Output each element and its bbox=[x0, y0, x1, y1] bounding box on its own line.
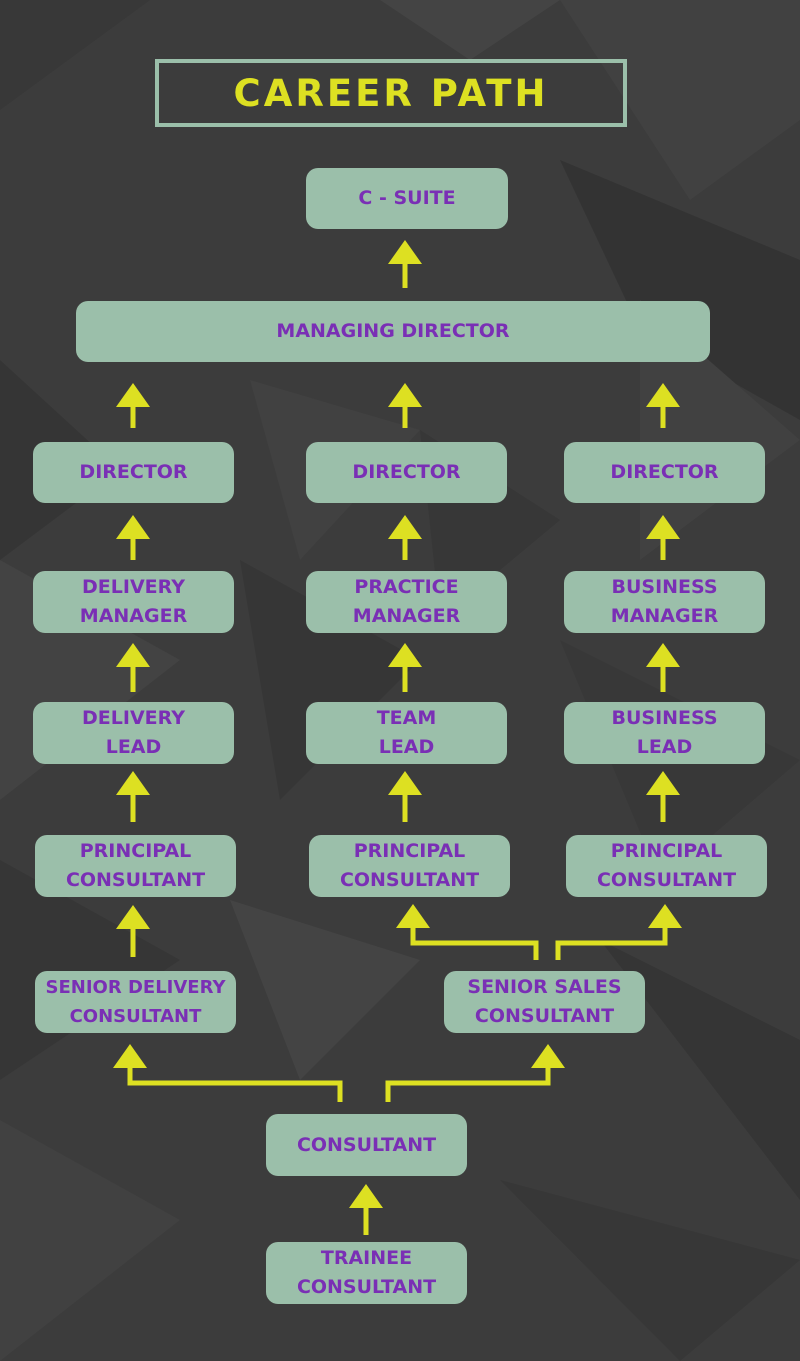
node-delivery-lead: DELIVERY LEAD bbox=[33, 702, 234, 764]
node-director-practice: DIRECTOR bbox=[306, 442, 507, 503]
arrow-trainee-to-consultant-head bbox=[349, 1184, 383, 1208]
arrow-to-c-suite-head bbox=[388, 240, 422, 264]
node-business-lead: BUSINESS LEAD bbox=[564, 702, 765, 764]
arrow-director-delivery-to-md-head bbox=[116, 383, 150, 407]
node-consultant: CONSULTANT bbox=[266, 1114, 467, 1176]
arrow-director-practice-to-md-head bbox=[388, 383, 422, 407]
arrow-director-business-to-md-head bbox=[646, 383, 680, 407]
arrow-practice-manager-to-director-head bbox=[388, 515, 422, 539]
node-principal-consultant-business: PRINCIPAL CONSULTANT bbox=[566, 835, 767, 897]
arrow-business-lead-to-manager-head bbox=[646, 643, 680, 667]
node-practice-manager: PRACTICE MANAGER bbox=[306, 571, 507, 633]
connector-consultant-to-senior-delivery bbox=[127, 1058, 343, 1102]
arrow-business-manager-to-director-head bbox=[646, 515, 680, 539]
node-senior-delivery-consultant: SENIOR DELIVERY CONSULTANT bbox=[35, 971, 236, 1033]
connector-consultant-to-senior-sales bbox=[385, 1058, 551, 1102]
arrow-principal-practice-to-lead-head bbox=[388, 771, 422, 795]
connector-consultant-to-senior-sales-head bbox=[531, 1044, 565, 1068]
node-business-manager: BUSINESS MANAGER bbox=[564, 571, 765, 633]
node-director-delivery: DIRECTOR bbox=[33, 442, 234, 503]
page-title: CAREER PATH bbox=[155, 59, 627, 127]
connector-sales-to-principal-practice bbox=[410, 918, 539, 960]
arrow-principal-business-to-lead-head bbox=[646, 771, 680, 795]
arrow-senior-delivery-to-principal-head bbox=[116, 905, 150, 929]
node-principal-consultant-practice: PRINCIPAL CONSULTANT bbox=[309, 835, 510, 897]
node-principal-consultant-delivery: PRINCIPAL CONSULTANT bbox=[35, 835, 236, 897]
arrow-delivery-manager-to-director-head bbox=[116, 515, 150, 539]
connector-sales-to-principal-business bbox=[555, 918, 668, 960]
node-team-lead: TEAM LEAD bbox=[306, 702, 507, 764]
node-senior-sales-consultant: SENIOR SALES CONSULTANT bbox=[444, 971, 645, 1033]
node-trainee-consultant: TRAINEE CONSULTANT bbox=[266, 1242, 467, 1304]
connector-sales-to-principal-practice-head bbox=[396, 904, 430, 928]
node-managing-director: MANAGING DIRECTOR bbox=[76, 301, 710, 362]
connector-consultant-to-senior-delivery-head bbox=[113, 1044, 147, 1068]
arrow-delivery-lead-to-manager-head bbox=[116, 643, 150, 667]
node-director-business: DIRECTOR bbox=[564, 442, 765, 503]
page-title-text: CAREER PATH bbox=[233, 71, 549, 115]
node-delivery-manager: DELIVERY MANAGER bbox=[33, 571, 234, 633]
arrow-team-lead-to-manager-head bbox=[388, 643, 422, 667]
connector-sales-to-principal-business-head bbox=[648, 904, 682, 928]
arrow-principal-delivery-to-lead-head bbox=[116, 771, 150, 795]
node-c-suite: C - SUITE bbox=[306, 168, 508, 229]
